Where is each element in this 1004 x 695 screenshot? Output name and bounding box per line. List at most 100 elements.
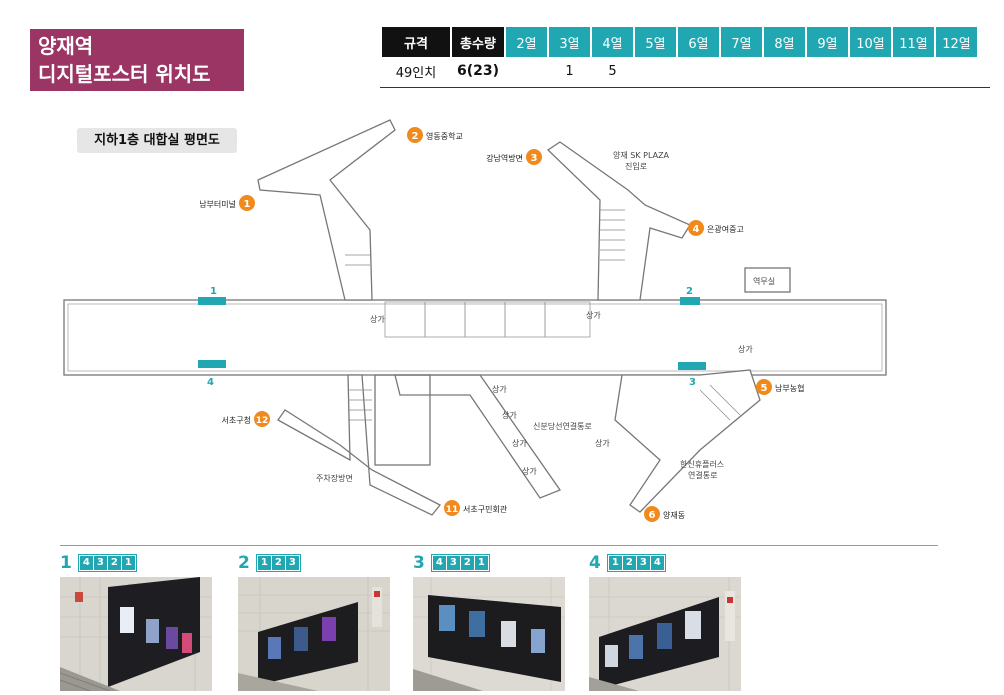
photo-number: 2: [238, 553, 250, 573]
exit-circle: [407, 127, 423, 143]
panel-chips: 4 3 2 1: [430, 554, 490, 572]
floor-label: 지하1층 대합실 평면도: [77, 128, 237, 153]
shop-label-2: 상가: [586, 310, 601, 320]
parking-label: 주차장방면: [316, 473, 353, 483]
exit-name: 남부터미널: [199, 200, 236, 209]
position-label-2: 2: [686, 286, 693, 297]
poster-mark-2: [680, 297, 700, 305]
exit-number: 5: [761, 383, 768, 394]
spec-header: 2열: [506, 27, 547, 57]
exit-name: 양재동: [663, 511, 685, 520]
exit-3: 3 강남역방면: [486, 149, 542, 165]
exit-number: 6: [649, 510, 656, 521]
spec-header: 11열: [893, 27, 934, 57]
panel-chip: 1: [121, 556, 135, 570]
spec-cell: 5: [608, 63, 617, 79]
corridor-exit-3-4: [546, 141, 691, 301]
exit-12: 12 서초구청: [222, 411, 270, 427]
photo-position-3: [413, 577, 565, 691]
panel-chip: 3: [446, 556, 460, 570]
photo-position-2: [238, 577, 390, 691]
exit-number: 2: [412, 131, 419, 142]
corridor-inner-left: [374, 374, 431, 466]
position-label-3: 3: [689, 377, 696, 388]
exit-circle: [756, 379, 772, 395]
shop-label-8: 상가: [595, 438, 610, 448]
panel-chips: 4 3 2 1: [77, 554, 137, 572]
section-divider: [60, 545, 938, 546]
shop-label-7: 상가: [522, 466, 537, 476]
office-label: 역무실: [753, 276, 775, 286]
panel-chip: 2: [622, 556, 636, 570]
spec-header: 6열: [678, 27, 719, 57]
position-label-1: 1: [210, 286, 217, 297]
exit-name: 서초구청: [222, 416, 251, 425]
panel-chip: 2: [460, 556, 474, 570]
photo-header-3: 3 4 3 2 1: [413, 553, 490, 573]
exit-markers: 1 남부터미널 2 영동중학교 3 강남역방면 4 은광여중고 5 남부농협 6…: [199, 127, 804, 522]
spec-header: 3열: [549, 27, 590, 57]
spec-cell: 6(23): [456, 63, 500, 79]
photo-header-1: 1 4 3 2 1: [60, 553, 137, 573]
photo-position-1: [60, 577, 212, 691]
spec-header: 총수량: [452, 27, 504, 57]
floor-plan-walls: [63, 119, 887, 516]
shop-label-3: 상가: [738, 344, 753, 354]
photo-header-2: 2 1 2 3: [238, 553, 301, 573]
spec-header: 10열: [850, 27, 891, 57]
spec-underline: [380, 87, 990, 88]
page-title: 양재역 디지털포스터 위치도: [30, 29, 244, 91]
spec-cell: 49인치: [395, 65, 437, 81]
corridor-exit-5-6: [614, 369, 761, 513]
hansin-sub-label: 연결통로: [688, 470, 717, 480]
photo-position-4: [589, 577, 741, 691]
photo-number: 1: [60, 553, 72, 573]
sk-plaza-label: 양재 SK PLAZA: [613, 151, 670, 160]
poster-mark-4: [198, 360, 226, 368]
exit-11: 11 서초구민회관: [444, 500, 508, 516]
spec-header: 8열: [764, 27, 805, 57]
poster-mark-1: [198, 297, 226, 305]
panel-chips: 1 2 3: [255, 554, 301, 572]
concourse-hall: [63, 299, 887, 376]
exit-name: 영동중학교: [426, 131, 463, 141]
exit-5: 5 남부농협: [756, 379, 804, 395]
shop-label-1: 상가: [370, 314, 385, 324]
shop-label-5: 상가: [502, 410, 517, 420]
panel-chip: 1: [608, 556, 622, 570]
shinbundang-label: 신분당선연결통로: [533, 421, 592, 431]
spec-header: 5열: [635, 27, 676, 57]
exit-circle: [688, 220, 704, 236]
photo-number: 4: [589, 553, 601, 573]
shop-blocks: [384, 301, 591, 338]
panel-chip: 1: [257, 556, 271, 570]
exit-number: 1: [244, 199, 251, 210]
spec-header: 4열: [592, 27, 633, 57]
concourse-inner: [67, 303, 883, 372]
panel-chip: 2: [271, 556, 285, 570]
panel-chips: 1 2 3 4: [606, 554, 666, 572]
panel-chip: 1: [474, 556, 488, 570]
exit-circle: [526, 149, 542, 165]
shinbundang-passage: [394, 374, 562, 499]
poster-positions: 1 4 2 3: [198, 286, 706, 388]
spec-header: 9열: [807, 27, 848, 57]
panel-chip: 4: [79, 556, 93, 570]
panel-chip: 4: [650, 556, 664, 570]
sk-plaza-sub-label: 진입로: [625, 161, 647, 171]
exit-circle: [239, 195, 255, 211]
floor-plan-map: 1 4 2 3 양재 SK PLAZA 진입로 상가 상가 상가 상가 상가 상…: [63, 119, 887, 522]
poster-mark-3: [678, 362, 706, 370]
exit-number: 3: [531, 153, 538, 164]
photo-number: 3: [413, 553, 425, 573]
station-office: [744, 267, 791, 293]
position-label-4: 4: [207, 377, 214, 388]
exit-name: 강남역방면: [486, 153, 523, 163]
shop-label-6: 상가: [512, 438, 527, 448]
title-line1: 양재역: [38, 34, 94, 58]
exit-2: 2 영동중학교: [407, 127, 463, 143]
shop-label-4: 상가: [492, 384, 507, 394]
exit-4: 4 은광여중고: [688, 220, 744, 236]
map-text-labels: 양재 SK PLAZA 진입로 상가 상가 상가 상가 상가 상가 상가 상가 …: [316, 151, 775, 483]
spec-header: 12열: [936, 27, 977, 57]
